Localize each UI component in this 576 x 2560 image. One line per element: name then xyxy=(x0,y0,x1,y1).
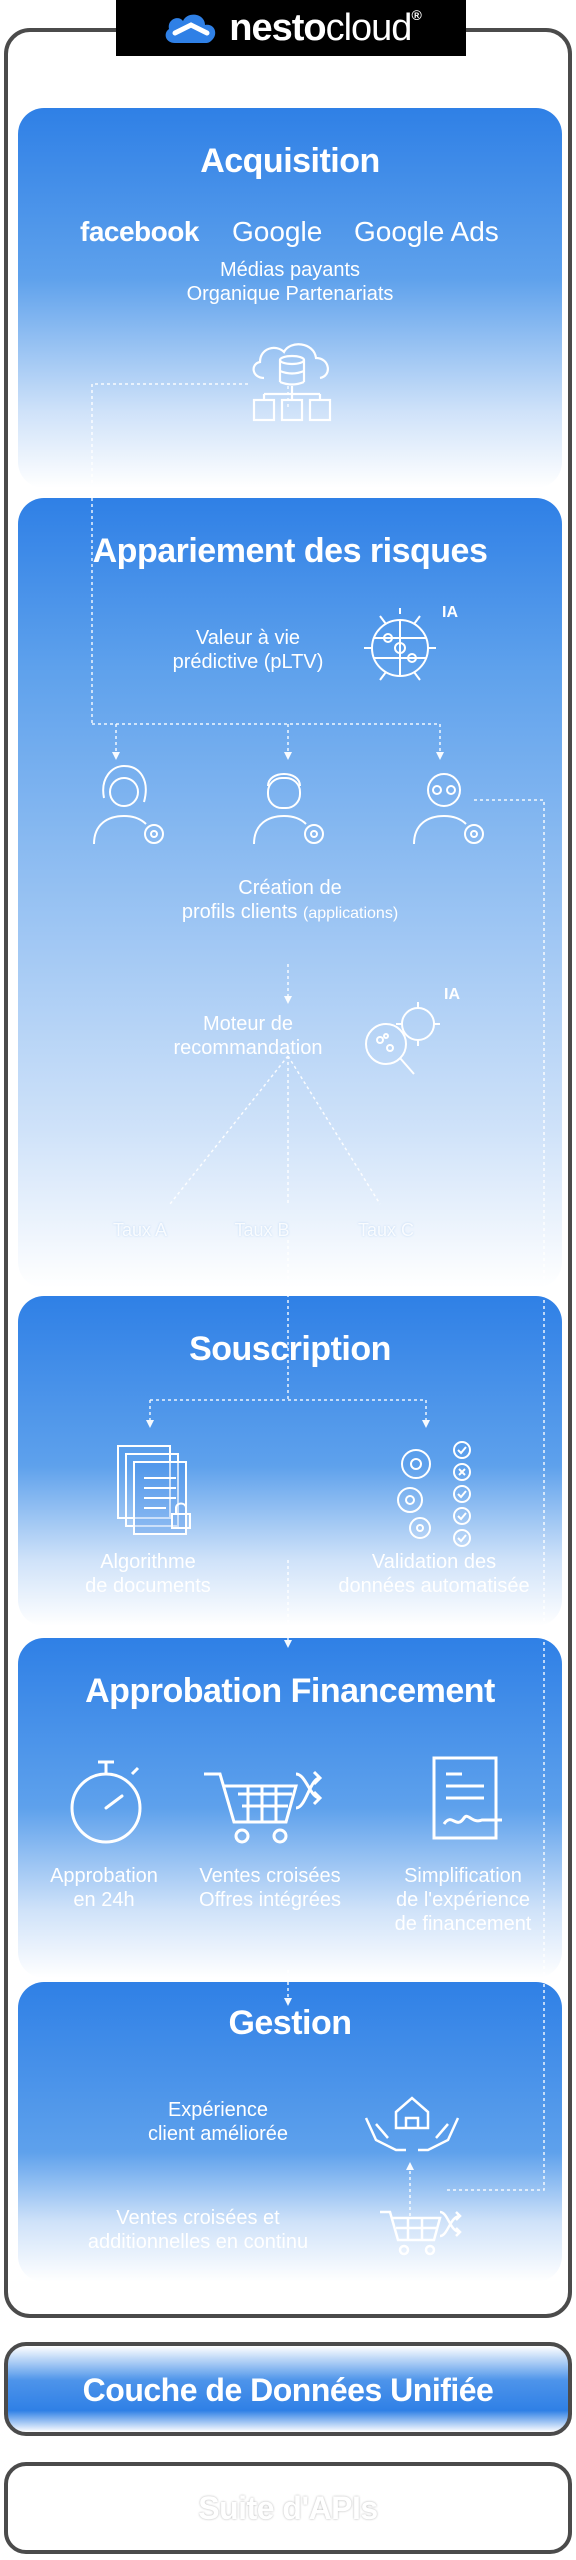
shopping-cart-arrows-icon xyxy=(204,1770,323,1844)
approval-simplify-line3: de financement xyxy=(394,1913,532,1935)
engine-ia-badge: IA xyxy=(444,986,460,1003)
unified-data-layer[interactable]: Couche de Données Unifiée xyxy=(4,2342,572,2436)
partner-google-ads: Google Ads xyxy=(354,216,499,247)
engine-label-line2: recommandation xyxy=(173,1037,323,1059)
engine-label-line1: Moteur de xyxy=(202,1013,294,1035)
approval-title: Approbation Financement xyxy=(85,1672,495,1710)
ai-brain-icon xyxy=(364,608,436,681)
api-suite-layer[interactable]: Suite d'APIs xyxy=(4,2462,572,2554)
client-profile-woman-icon xyxy=(93,764,164,845)
client-profile-man-icon xyxy=(253,773,324,845)
approval-simplify-line1: Simplification xyxy=(404,1865,522,1887)
algo-label-line2: de documents xyxy=(85,1575,211,1597)
algo-label-line1: Algorithme xyxy=(100,1551,196,1573)
partner-facebook: facebook xyxy=(80,216,199,247)
acquisition-organic-partners: Organique Partenariats xyxy=(186,283,394,305)
cart-arrows-small-icon xyxy=(380,2210,462,2256)
approval-24h-line1: Approbation xyxy=(50,1865,158,1887)
rate-b: Taux B xyxy=(234,1220,290,1240)
documents-lock-icon xyxy=(117,1445,191,1535)
risk-title: Appariement des risques xyxy=(92,532,488,570)
management-experience-line1: Expérience xyxy=(167,2099,269,2121)
hands-house-icon xyxy=(364,2096,460,2152)
api-suite-label: Suite d'APIs xyxy=(198,2490,378,2526)
signed-contract-icon xyxy=(432,1756,502,1840)
acquisition-paid-media: Médias payants xyxy=(219,259,361,281)
partner-google: Google xyxy=(232,216,323,247)
brand-name: nestocloud® xyxy=(229,6,422,49)
section-approval: Approbation Financement Approbation en 2… xyxy=(18,1638,562,1978)
gears-checklist-icon xyxy=(397,1441,471,1547)
client-profile-senior-icon xyxy=(413,773,484,845)
management-title: Gestion xyxy=(228,2004,352,2042)
section-risk-matching: Appariement des risques Valeur à vie pré… xyxy=(18,498,562,1288)
acquisition-title: Acquisition xyxy=(200,142,380,180)
cloud-database-icon xyxy=(252,343,332,422)
section-underwriting: Souscription Algorithme de documents Val… xyxy=(18,1296,562,1626)
ai-search-icon xyxy=(365,1002,440,1075)
pltv-label-line1: Valeur à vie xyxy=(195,627,301,649)
cloud-logo-icon xyxy=(165,14,216,43)
pltv-label-line2: prédictive (pLTV) xyxy=(172,651,324,673)
approval-simplify-line2: de l'expérience xyxy=(396,1889,530,1911)
rate-a: Taux A xyxy=(112,1220,168,1240)
nestocloud-logo[interactable]: nestocloud® xyxy=(116,0,466,56)
underwriting-title: Souscription xyxy=(189,1330,391,1368)
approval-cross-sell-line2: Offres intégrées xyxy=(199,1889,341,1911)
management-experience-line2: client améliorée xyxy=(147,2123,289,2145)
data-layer-label: Couche de Données Unifiée xyxy=(82,2372,494,2408)
management-cross-sell-line2: additionnelles en continu xyxy=(87,2231,309,2253)
management-cross-sell-line1: Ventes croisées et xyxy=(116,2207,280,2229)
section-acquisition: Acquisition facebook Google Google Ads M… xyxy=(18,108,562,488)
section-management: Gestion Expérience client améliorée Vent… xyxy=(18,1982,562,2282)
validation-label-line2: données automatisée xyxy=(338,1575,530,1597)
approval-24h-line2: en 24h xyxy=(73,1889,135,1911)
profiles-label-line2: profils clients (applications) xyxy=(181,901,399,923)
rate-c: Taux C xyxy=(357,1220,415,1240)
pltv-ia-badge: IA xyxy=(442,604,458,621)
stopwatch-icon xyxy=(70,1760,142,1844)
approval-cross-sell-line1: Ventes croisées xyxy=(199,1865,341,1887)
validation-label-line1: Validation des xyxy=(371,1551,497,1573)
profiles-label-line1: Création de xyxy=(238,877,342,899)
